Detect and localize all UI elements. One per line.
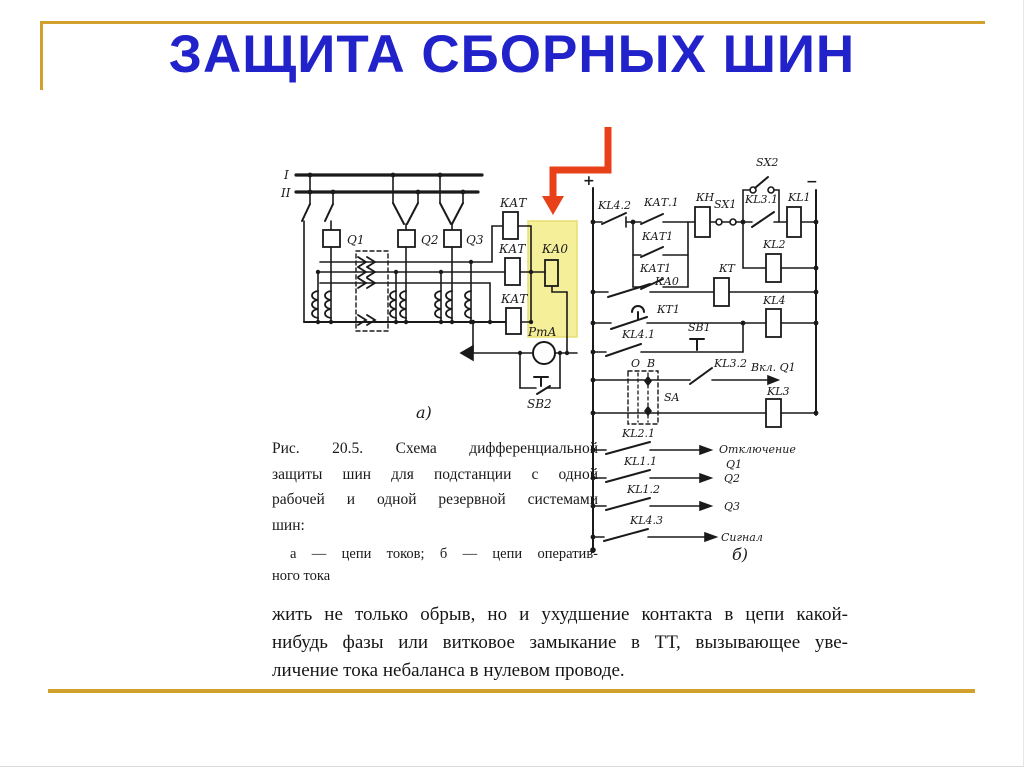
label-ka0-a: КА0	[541, 242, 568, 256]
relay-kt	[713, 277, 730, 307]
ground-symbol	[459, 344, 474, 362]
label-kat-dot-1: КАТ.1	[643, 196, 679, 209]
label-minus: −	[806, 174, 818, 190]
relay-kat-2	[504, 257, 521, 286]
junction-dots	[307, 172, 819, 553]
caption-line: рабочей и одной резервной системами	[272, 491, 598, 508]
label-kt1: КТ1	[656, 303, 680, 316]
relay-kh	[694, 206, 711, 238]
label-sx1: SX1	[714, 198, 736, 211]
label-q1: Q1	[347, 233, 364, 247]
breaker-q3	[443, 229, 462, 248]
label-q3: Q3	[466, 233, 484, 247]
bottom-rule	[48, 689, 975, 693]
label-sb1: SB1	[688, 321, 711, 334]
label-kh: КН	[695, 191, 715, 204]
switch-sa	[627, 370, 659, 425]
part-a-wiring	[294, 173, 578, 395]
ct-coils	[311, 290, 472, 319]
chevron-marks	[357, 256, 377, 326]
paragraph-line: нибудь фазы или витковое замыкание в ТТ,…	[272, 632, 848, 653]
label-kat1-b: КАТ1	[639, 262, 671, 275]
ammeter	[532, 341, 556, 365]
relay-kat-3	[505, 307, 522, 335]
caption-legend: а — цепи токов; б — цепи оператив- ного …	[272, 543, 598, 587]
breaker-q2	[397, 229, 416, 248]
label-kl12: KL1.2	[626, 483, 660, 496]
label-out-q2: Q2	[724, 472, 740, 485]
paragraph-line: личение тока небаланса в нулевом проводе…	[272, 660, 625, 681]
label-kl4: KL4	[762, 294, 786, 307]
top-rule	[40, 21, 985, 24]
caption-line: шин:	[272, 516, 305, 534]
relay-kl3	[765, 398, 782, 428]
schematic-labels: I II Q1 Q2 Q3 КАТ КАТ КАТ КА0 РтА SB2 а)…	[280, 156, 818, 564]
label-kl21: KL2.1	[621, 427, 655, 440]
dashed-box	[355, 250, 389, 332]
label-kl43: KL4.3	[629, 514, 663, 527]
caption-legend-line: ного тока	[272, 568, 331, 584]
label-part-a: а)	[416, 403, 432, 422]
paragraph-line: жить не только обрыв, но и ухудшение кон…	[272, 604, 848, 625]
left-rule	[40, 21, 43, 90]
figure-caption: Рис. 20.5. Схема дифференциальной защиты…	[272, 436, 598, 587]
label-kl1: KL1	[787, 191, 811, 204]
label-bus1: I	[283, 168, 289, 182]
label-sb2: SB2	[527, 397, 552, 411]
label-part-b: б)	[732, 545, 748, 564]
label-sa-o: О	[631, 357, 640, 370]
label-kl3: KL3	[766, 385, 790, 398]
caption-line: Рис. 20.5. Схема дифференциальной	[272, 440, 598, 457]
pointer-arrow	[542, 127, 612, 215]
label-q2: Q2	[421, 233, 438, 247]
label-out-q3: Q3	[724, 500, 740, 513]
label-signal: Сигнал	[721, 531, 763, 544]
label-rta: РтА	[527, 325, 557, 339]
page-title: ЗАЩИТА СБОРНЫХ ШИН	[168, 25, 856, 84]
caption-line: защиты шин для подстанции с одной	[272, 465, 598, 483]
label-bus2: II	[280, 186, 291, 200]
caption-legend-line: а — цепи токов; б — цепи оператив-	[290, 546, 598, 562]
label-kat-2: КАТ	[498, 242, 526, 256]
label-sa: SA	[664, 391, 680, 404]
label-plus: +	[583, 173, 595, 189]
part-b-wiring	[592, 176, 817, 553]
label-kl11: KL1.1	[623, 455, 657, 468]
label-kat-1: КАТ	[499, 196, 527, 210]
relay-kat-1	[502, 211, 519, 240]
label-ka0-b: КА0	[654, 275, 679, 288]
label-sx2: SX2	[756, 156, 778, 169]
label-kl31: KL3.1	[744, 193, 778, 206]
body-paragraph: жить не только обрыв, но и ухудшение кон…	[272, 601, 848, 685]
breaker-q1	[322, 229, 341, 248]
label-kl42: KL4.2	[597, 199, 631, 212]
highlight-region	[527, 220, 578, 338]
busbar-protection-schematic: I II Q1 Q2 Q3 КАТ КАТ КАТ КА0 РтА SB2 а)…	[280, 127, 819, 564]
label-kat1-a: КАТ1	[641, 230, 673, 243]
label-vkl-q1: Вкл. Q1	[750, 361, 796, 374]
label-kl32: KL3.2	[713, 357, 747, 370]
relay-kl4	[765, 308, 782, 338]
relay-kl1	[786, 206, 802, 238]
relay-kl2	[765, 253, 782, 283]
label-sa-v: В	[646, 357, 655, 370]
label-kt: КТ	[718, 262, 737, 275]
label-kl2: KL2	[762, 238, 786, 251]
label-kl41: KL4.1	[621, 328, 655, 341]
label-off: Отключение	[719, 443, 796, 456]
label-off-q1: Q1	[726, 458, 742, 471]
label-kat-3: КАТ	[500, 292, 528, 306]
